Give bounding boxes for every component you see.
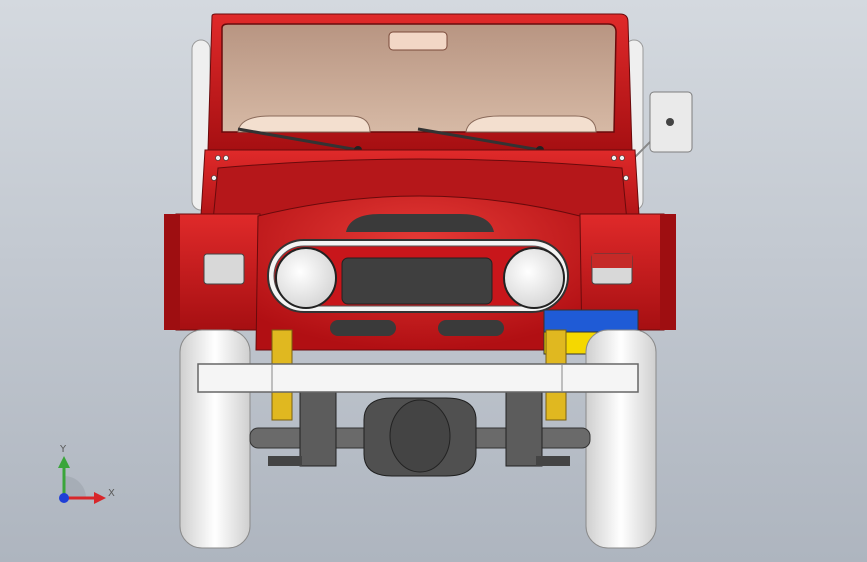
- left-tire: [179, 329, 251, 549]
- rearview-mirror: [388, 31, 448, 51]
- right-headlight: [503, 247, 565, 309]
- z-axis-point: [59, 493, 69, 503]
- right-indicator-lamp: [592, 254, 632, 268]
- x-axis-label: X: [108, 488, 115, 499]
- windshield: [207, 13, 633, 154]
- y-axis-label: Y: [59, 444, 67, 455]
- fenders: [164, 213, 676, 331]
- side-mirror: [631, 91, 693, 161]
- front-bumper: [197, 363, 639, 393]
- left-indicator-lamp: [203, 253, 245, 285]
- right-tire: [585, 329, 657, 549]
- axis-triad: Y X: [58, 444, 115, 504]
- front-grille: [267, 239, 569, 336]
- front-axle: [249, 329, 591, 477]
- left-headlight: [275, 247, 337, 309]
